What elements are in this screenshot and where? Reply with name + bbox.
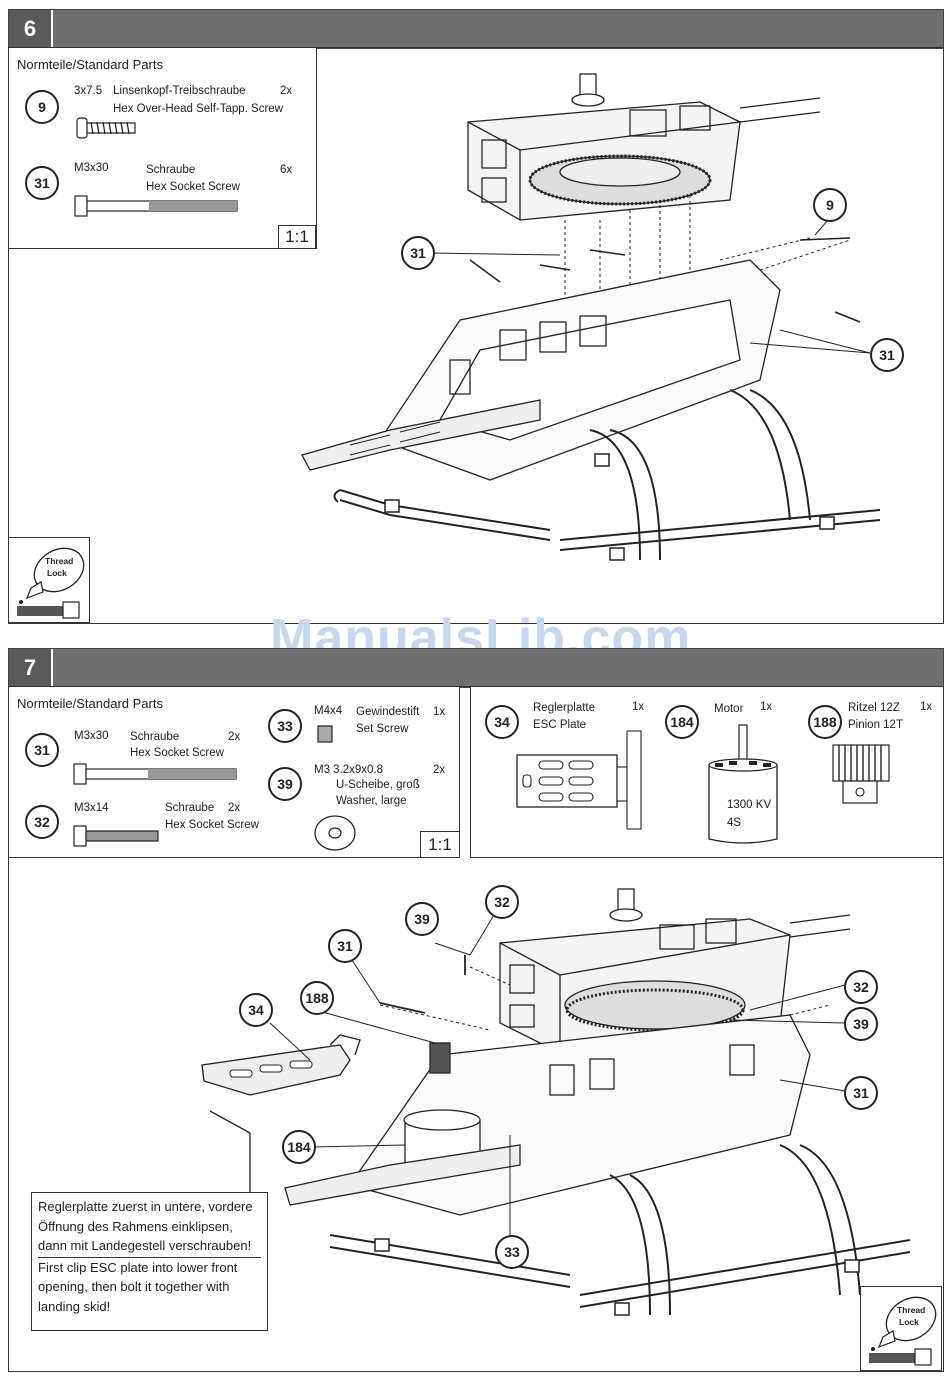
callout-33: 33 [495,1235,529,1269]
part-name-en: Hex Over-Head Self-Tapp. Screw [113,103,284,115]
thread-lock-label-2: Lock [899,1317,919,1327]
part-name-de: U-Scheibe, groß [336,779,420,791]
callout-31-left: 31 [401,236,435,270]
washer-icon [314,815,356,851]
part-size: M3x30 [74,162,109,174]
callout-39-right: 39 [844,1007,878,1041]
part-callout-33: 33 [268,709,302,743]
parts-box-esc-motor-pinion: 34 Reglerplatte 1x ESC Plate 184 Motor 1… [470,686,944,858]
scale-label: 1:1 [420,831,460,858]
scale-label: 1:1 [278,225,316,249]
callout-39-top: 39 [405,902,439,936]
esc-plate-icon [516,730,642,830]
thread-lock-bottle-icon [869,1296,937,1366]
part-callout-31: 31 [25,733,59,767]
thread-lock-label-1: Thread [897,1305,926,1315]
part-size: M3x30 [74,730,109,742]
part-qty: 1x [760,701,773,713]
part-callout-34: 34 [485,705,519,739]
step-number: 7 [9,649,53,687]
step-6-frame [8,47,944,624]
part-qty: 1x [920,701,933,713]
part-name-de: Ritzel 12Z [848,702,900,714]
step-6-header: 6 [8,9,944,49]
part-qty: 2x [228,802,241,814]
part-name-de: Schraube [146,164,196,176]
part-name-de: Linsenkopf-Treibschraube [113,85,246,97]
part-name-de: Reglerplatte [533,702,596,714]
part-qty: 1x [632,701,645,713]
step-7-header: 7 [8,648,944,688]
set-screw-icon [317,725,333,743]
motor-icon [708,724,778,844]
assembly-note-english: First clip ESC plate into lower front op… [38,1259,238,1314]
parts-title: Normteile/Standard Parts [17,57,163,72]
part-callout-188: 188 [808,705,842,739]
parts-title: Normteile/Standard Parts [17,696,163,711]
helicopter-frame-assembly-illustration [301,73,881,561]
part-size: M4x4 [314,705,343,717]
hex-socket-screw-short-icon [73,825,159,847]
callout-31-right: 31 [870,338,904,372]
callout-31-right: 31 [844,1076,878,1110]
part-name-en: Washer, large [336,795,407,807]
part-callout-9: 9 [25,90,59,124]
callout-34: 34 [239,993,273,1027]
thread-lock-box: Thread Lock [860,1286,942,1371]
part-name-en: Hex Socket Screw [165,819,259,831]
part-size: 3x7.5 [74,85,103,97]
part-qty: 2x [228,731,241,743]
motor-esc-installation-illustration [201,888,911,1316]
part-name-en: ESC Plate [533,719,587,731]
part-qty: 6x [280,164,293,176]
callout-32-right: 32 [844,970,878,1004]
part-callout-31: 31 [25,166,59,200]
part-name-en: Hex Socket Screw [130,747,224,759]
part-size: M3x14 [74,802,109,814]
part-name-en: Set Screw [356,723,409,735]
part-qty: 2x [280,85,293,97]
assembly-note-german: Reglerplatte zuerst in untere, vordere Ö… [38,1197,261,1258]
callout-31-left: 31 [328,929,362,963]
pinion-gear-icon [832,744,890,804]
callout-188: 188 [300,981,334,1015]
part-callout-184: 184 [665,705,699,739]
thread-lock-label-1: Thread [45,556,74,566]
standard-parts-box: Normteile/Standard Parts 9 3x7.5 Linsenk… [8,47,317,249]
standard-parts-box: Normteile/Standard Parts 31 M3x30 Schrau… [8,686,460,858]
callout-184: 184 [282,1130,316,1164]
part-qty: 1x [433,706,446,718]
part-name-en: Pinion 12T [848,719,903,731]
part-name-de: Schraube [165,802,215,814]
self-tapping-screw-icon [76,117,136,139]
part-name-de: Gewindestift [356,706,420,718]
part-name-en: Hex Socket Screw [146,181,240,193]
assembly-note: Reglerplatte zuerst in untere, vordere Ö… [31,1192,268,1331]
hex-socket-screw-icon [73,763,237,785]
callout-32-top: 32 [485,885,519,919]
part-qty: 2x [433,764,446,776]
part-name-de: Motor [714,703,744,715]
motor-cells: 4S [727,817,742,829]
part-callout-39: 39 [268,767,302,801]
part-name-de: Schraube [130,731,180,743]
part-callout-32: 32 [25,805,59,839]
hex-socket-screw-icon [74,195,238,217]
callout-9: 9 [813,188,847,222]
part-size: M3 3.2x9x0.8 [314,764,384,776]
thread-lock-label-2: Lock [47,568,67,578]
thread-lock-bottle-icon [17,547,85,619]
motor-kv: 1300 KV [727,799,772,811]
thread-lock-box: Thread Lock [8,537,90,623]
step-number: 6 [9,10,53,48]
